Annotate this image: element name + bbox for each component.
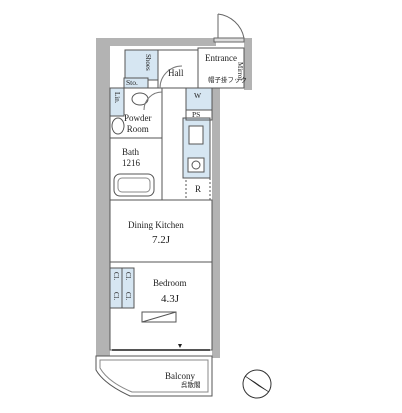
exterior-wall-left bbox=[96, 38, 110, 356]
dining-kitchen-room bbox=[109, 199, 213, 263]
linen-closet bbox=[109, 87, 125, 117]
pipe-space bbox=[185, 109, 213, 121]
bed-diagonal bbox=[141, 311, 177, 323]
powder-room-label: Powder Room bbox=[124, 113, 152, 134]
closet-label-2: Cl. bbox=[124, 272, 132, 281]
refrigerator-label: R bbox=[195, 184, 202, 194]
linen-label: Lin. bbox=[113, 92, 121, 104]
entrance-door-frame bbox=[213, 37, 245, 43]
exterior-wall-right-upper bbox=[212, 88, 220, 358]
bedroom-label: Bedroom bbox=[153, 278, 187, 288]
balcony-rail bbox=[99, 359, 209, 393]
storage-label: Sto. bbox=[126, 78, 138, 87]
bath-size-label: 1216 bbox=[122, 158, 140, 168]
exterior-wall-top-right bbox=[244, 38, 252, 90]
bathtub-inner bbox=[117, 177, 151, 193]
exterior-wall-top bbox=[96, 38, 216, 46]
refrigerator-space bbox=[185, 177, 211, 201]
aircon-unit-label: 呉散閣 bbox=[181, 381, 201, 389]
dining-kitchen-label: Dining Kitchen bbox=[128, 220, 184, 230]
shoes-box bbox=[124, 49, 159, 81]
bath-label: Bath bbox=[122, 147, 139, 157]
entrance-door-swing bbox=[217, 13, 245, 39]
entrance-area bbox=[197, 47, 245, 89]
powder-door-swing bbox=[143, 91, 163, 111]
closet-label-1: Cl. bbox=[112, 272, 120, 281]
hall-label: Hall bbox=[168, 68, 184, 78]
window-marker bbox=[178, 344, 182, 348]
bedroom-size-label: 4.3J bbox=[161, 293, 180, 305]
north-arrow-icon bbox=[242, 369, 272, 399]
balcony-label: Balcony bbox=[165, 371, 195, 381]
toilet-fixture bbox=[111, 117, 125, 135]
hall-door-swing bbox=[159, 65, 183, 89]
entrance-label: Entrance bbox=[205, 53, 237, 63]
closet-label-4: Cl. bbox=[124, 292, 132, 301]
shoes-box-label: Shoes bbox=[144, 54, 152, 71]
stove-fixture bbox=[187, 157, 205, 173]
washer-label: W bbox=[194, 91, 202, 100]
ps-label: PS bbox=[192, 110, 201, 119]
dining-kitchen-size-label: 7.2J bbox=[152, 234, 171, 246]
mirror-label: Mirror bbox=[236, 62, 244, 81]
stove-burner bbox=[191, 160, 201, 170]
closet-block-2 bbox=[121, 267, 135, 309]
hat-hook-label: 帽子掛フック bbox=[208, 76, 247, 84]
closet-label-3: Cl. bbox=[112, 292, 120, 301]
balcony-outline bbox=[95, 355, 213, 397]
kitchen-sink bbox=[188, 125, 204, 145]
storage-closet bbox=[123, 77, 149, 89]
